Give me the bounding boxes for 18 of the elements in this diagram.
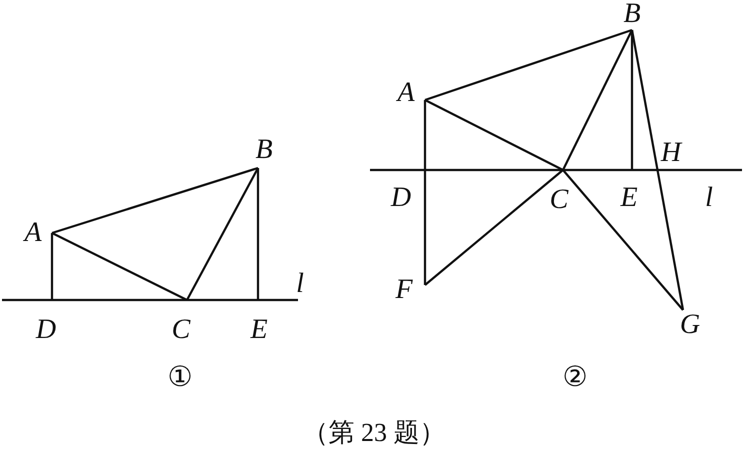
point-label: A [24, 219, 42, 247]
figure-number: ② [562, 364, 588, 392]
point-label: B [255, 136, 273, 164]
point-label: C [550, 186, 568, 214]
point-label: F [395, 276, 413, 304]
line-name-label: l [296, 270, 304, 298]
caption: （第 23 题） [302, 420, 446, 446]
figure-number: ① [168, 364, 192, 392]
point-label: A [397, 79, 415, 107]
point-label: E [250, 316, 268, 344]
point-label: C [172, 316, 190, 344]
point-label: D [390, 184, 412, 212]
point-label: B [623, 0, 641, 28]
point-label: E [620, 184, 638, 212]
point-label: G [680, 311, 700, 339]
point-label: H [660, 139, 682, 167]
point-label: D [36, 316, 56, 344]
line-name-label: l [705, 184, 713, 212]
